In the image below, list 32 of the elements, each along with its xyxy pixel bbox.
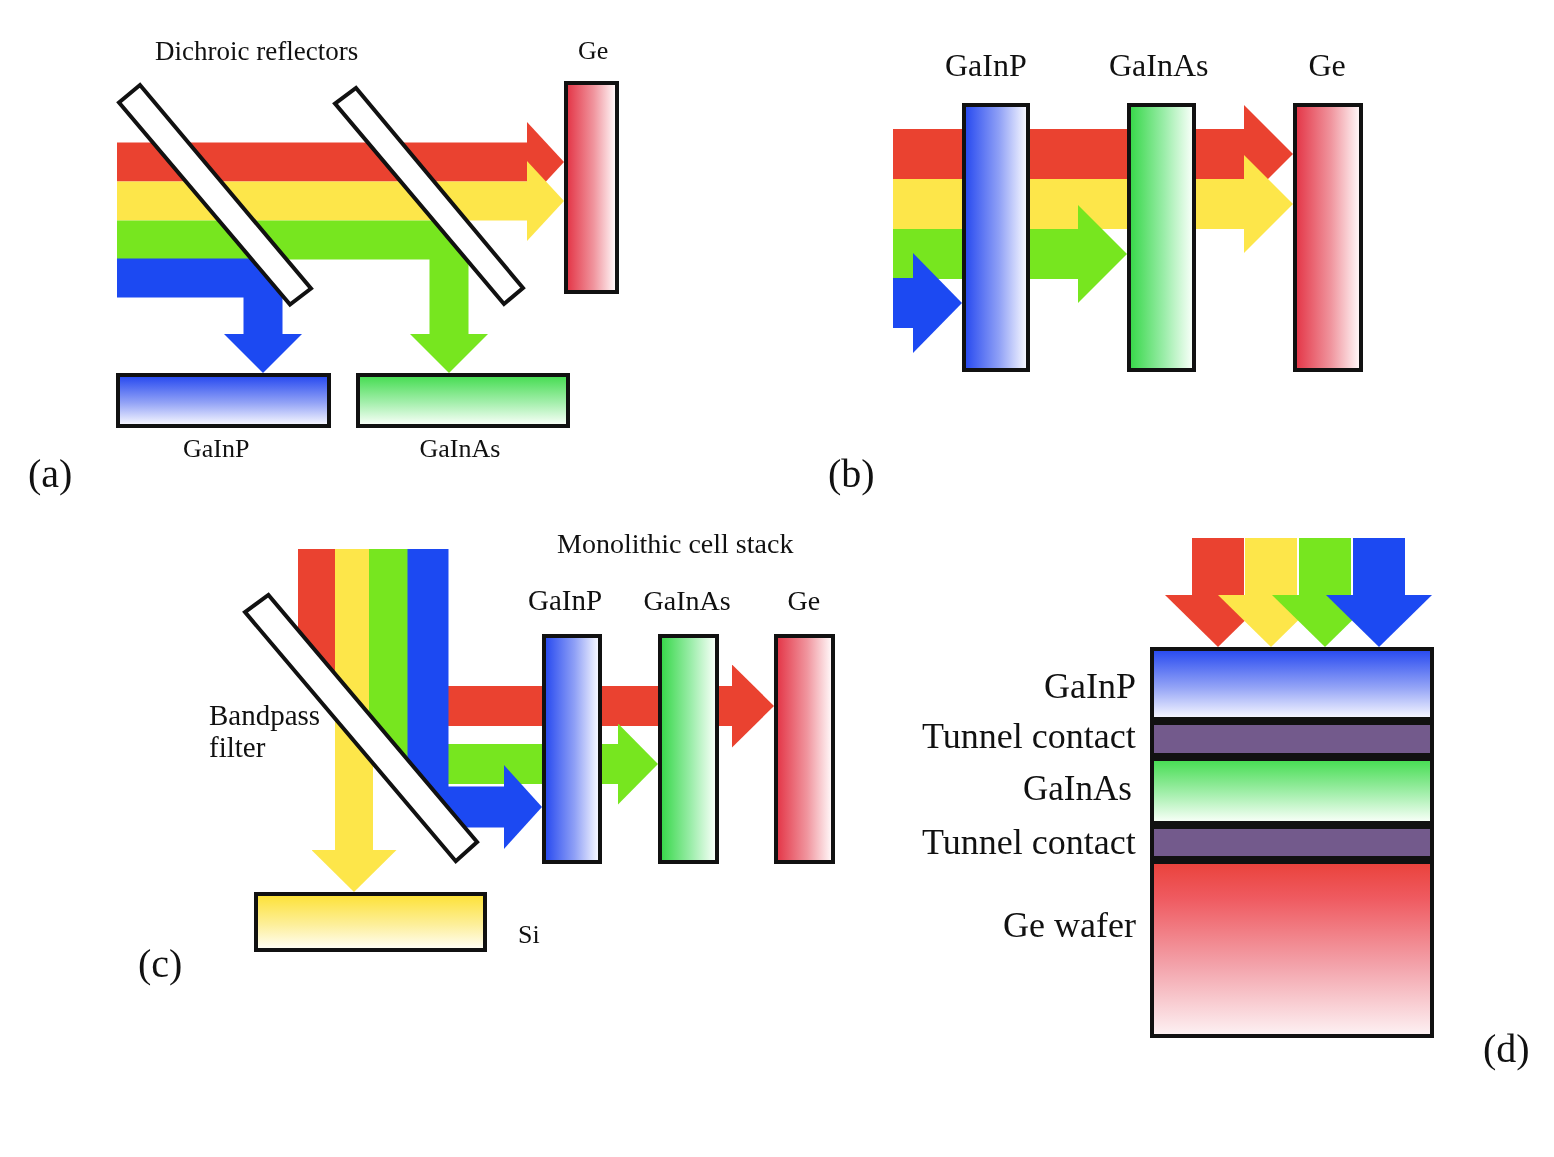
light-beam-arrow xyxy=(369,549,658,805)
layer-label: Tunnel contact xyxy=(922,822,1136,863)
cell-label: GaInP xyxy=(945,47,1027,83)
light-beam-arrow xyxy=(117,258,302,373)
light-beam-arrow xyxy=(117,161,564,241)
cell-label: GaInP xyxy=(528,585,603,618)
light-beam-arrow xyxy=(893,155,1293,253)
light-beam-arrow xyxy=(407,549,542,849)
cell-label: GaInAs xyxy=(643,585,731,617)
group-caption: Dichroic reflectors xyxy=(155,36,359,67)
panel-label: (a) xyxy=(28,451,73,496)
cell-label: Ge xyxy=(578,37,609,66)
layer-label: Tunnel contact xyxy=(922,716,1136,757)
light-beam-arrow xyxy=(893,205,1127,303)
light-beam-arrow xyxy=(893,253,962,353)
cell-label: Ge xyxy=(787,585,821,617)
light-beam-arrow xyxy=(311,549,397,892)
panel-label: (c) xyxy=(138,941,183,986)
filter-label: Bandpass filter xyxy=(209,700,322,765)
cell-label: GaInAs xyxy=(419,435,501,464)
cell-label: GaInAs xyxy=(1109,47,1209,83)
layer-label: GaInP xyxy=(1044,666,1136,707)
layer-label: GaInAs xyxy=(1023,770,1132,809)
light-beam-arrow xyxy=(117,220,488,373)
light-beam-arrow xyxy=(1326,538,1432,647)
layer-label: Ge wafer xyxy=(1003,905,1136,946)
group-caption: Monolithic cell stack xyxy=(557,528,794,560)
cell-label: GaInP xyxy=(183,435,250,464)
panel-label: (b) xyxy=(828,451,875,496)
panel-label: (d) xyxy=(1483,1026,1530,1071)
cell-label: Si xyxy=(518,921,540,950)
cell-label: Ge xyxy=(1308,47,1346,83)
